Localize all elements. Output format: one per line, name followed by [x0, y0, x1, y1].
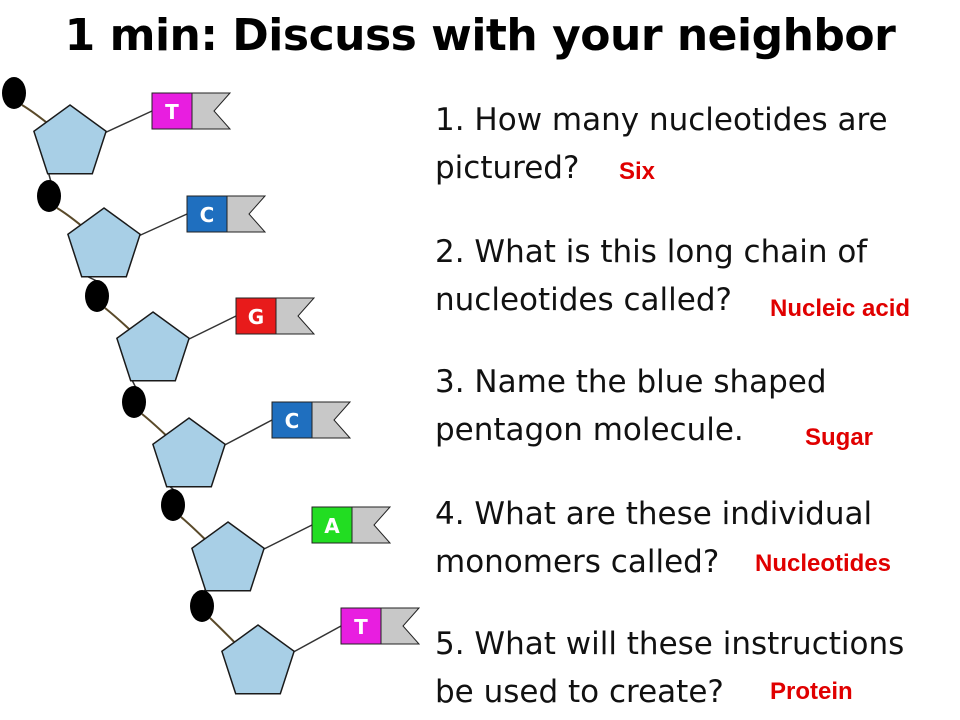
- sugar-base-bond: [182, 315, 237, 343]
- phosphate-circle: [85, 280, 109, 312]
- backbone-lines: [21, 104, 342, 656]
- sugar-pentagon: [191, 521, 265, 592]
- base-letter: T: [165, 100, 179, 124]
- sugar-base-bond: [287, 625, 342, 656]
- base-letter: T: [354, 615, 368, 639]
- base-letter: C: [200, 203, 215, 227]
- base-cap: [380, 607, 421, 645]
- sugar-base-bond: [133, 213, 188, 239]
- phosphate-circle: [37, 180, 61, 212]
- phosphate-sugar-bond: [56, 207, 83, 227]
- phosphate-sugar-bond: [180, 516, 207, 541]
- base-cap: [275, 297, 316, 335]
- question-5: 5. What will these instructions be used …: [435, 626, 905, 710]
- question-3: 3. Name the blue shaped pentagon molecul…: [435, 364, 827, 448]
- sugar-pentagon: [33, 104, 107, 175]
- base-square: [151, 92, 193, 130]
- phosphate-sugar-bond: [141, 413, 168, 437]
- sugar-base-bond: [257, 524, 313, 553]
- base-letter: A: [324, 514, 340, 538]
- dna-strand-diagram: T C G C A T: [2, 77, 421, 695]
- sugar-base-bond: [99, 110, 153, 136]
- base-letter: G: [248, 305, 264, 329]
- slide-title: 1 min: Discuss with your neighbor: [64, 10, 896, 61]
- phosphate-circle: [122, 386, 146, 418]
- phosphate-sugar-bond: [104, 307, 131, 331]
- base-cap: [311, 401, 352, 439]
- answer-4: Nucleotides: [755, 550, 892, 577]
- answer-1: Six: [619, 158, 656, 185]
- base-square: [340, 607, 382, 645]
- answer-2: Nucleic acid: [770, 295, 911, 322]
- answer-3: Sugar: [805, 424, 874, 451]
- sugar-pentagon: [116, 311, 190, 382]
- sugar-pentagon: [152, 417, 226, 488]
- base-letter: C: [285, 409, 300, 433]
- sugar-pentagon: [221, 624, 295, 695]
- phosphate-sugar-bond: [209, 617, 236, 644]
- phosphate-circle: [190, 590, 214, 622]
- nucleotide-shapes: T C G C A T: [2, 77, 421, 695]
- phosphate-circle: [161, 489, 185, 521]
- question-2: 2. What is this long chain of nucleotide…: [435, 234, 868, 318]
- phosphate-circle: [2, 77, 26, 109]
- question-4: 4. What are these individual monomers ca…: [435, 496, 873, 580]
- base-square: [186, 195, 228, 233]
- base-cap: [191, 92, 232, 130]
- phosphate-sugar-bond: [21, 104, 48, 124]
- base-cap: [351, 506, 392, 544]
- base-cap: [226, 195, 267, 233]
- sugar-base-bond: [218, 419, 273, 449]
- answer-5: Protein: [770, 678, 853, 705]
- sugar-pentagon: [67, 207, 141, 278]
- question-1: 1. How many nucleotides are pictured?: [435, 102, 888, 186]
